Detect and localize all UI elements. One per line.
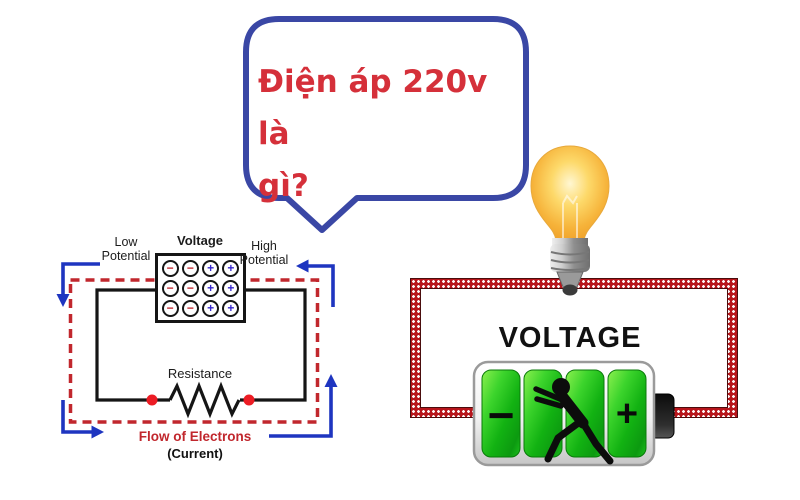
battery-icon (472, 360, 675, 467)
light-bulb-icon (530, 145, 610, 296)
flow-of-electrons-label: Flow of Electrons (138, 429, 252, 444)
low-potential-label: Low Potential (101, 235, 151, 263)
junction-dot-right (243, 394, 255, 406)
positive-charge-icon: + (222, 299, 240, 317)
question-text: Điện áp 220v là gì? (258, 56, 520, 212)
current-label: (Current) (167, 446, 223, 461)
arrow-bottom-left (61, 400, 93, 434)
high-potential-label: High Potential (239, 239, 289, 267)
positive-charge-icon: + (222, 279, 240, 297)
bulb-neck (552, 238, 588, 246)
positive-charge-icon: + (202, 279, 220, 297)
voltage-source-box: − − + + − − + + − − + + (155, 253, 246, 323)
negative-charge-icon: − (161, 299, 179, 317)
battery-cell-4 (607, 369, 647, 458)
bulb-screw-base (550, 244, 590, 272)
current-direction-arrows (61, 262, 335, 438)
bulb-tip (556, 271, 584, 288)
positive-charge-icon: + (222, 259, 240, 277)
pushing-person-icon (533, 378, 614, 465)
negative-charge-icon: − (181, 279, 199, 297)
bulb-glass (530, 145, 610, 241)
negative-charge-icon: − (161, 279, 179, 297)
speech-bubble-outline (243, 16, 529, 233)
circuit-wire (95, 288, 307, 402)
negative-charge-icon: − (181, 259, 199, 277)
resistor-symbol (168, 381, 241, 419)
bulb-screw-ridges (550, 251, 590, 271)
battery-plus-sign: + (615, 393, 639, 435)
hatched-circuit-loop (410, 278, 738, 418)
question-text-line1: Điện áp 220v là (258, 64, 488, 152)
arrow-top-left (61, 262, 100, 296)
battery-minus-sign: − (487, 389, 515, 441)
speech-bubble (243, 16, 529, 233)
arrow-bottom-right (269, 385, 333, 438)
question-text-line2: gì? (258, 168, 309, 204)
bulb-filament (562, 194, 578, 238)
battery-cell-1 (481, 369, 521, 458)
positive-charge-icon: + (202, 259, 220, 277)
resistance-label: Resistance (167, 366, 233, 381)
battery-cell-2 (523, 369, 563, 458)
negative-charge-icon: − (161, 259, 179, 277)
voltage-title: VOLTAGE (498, 322, 642, 354)
arrow-heads (56, 259, 338, 439)
voltage-label: Voltage (177, 233, 223, 248)
arrow-top-right (307, 264, 335, 307)
negative-charge-icon: − (181, 299, 199, 317)
bulb-contact-nub (562, 284, 578, 296)
junction-dot-left (146, 394, 158, 406)
positive-charge-icon: + (202, 299, 220, 317)
